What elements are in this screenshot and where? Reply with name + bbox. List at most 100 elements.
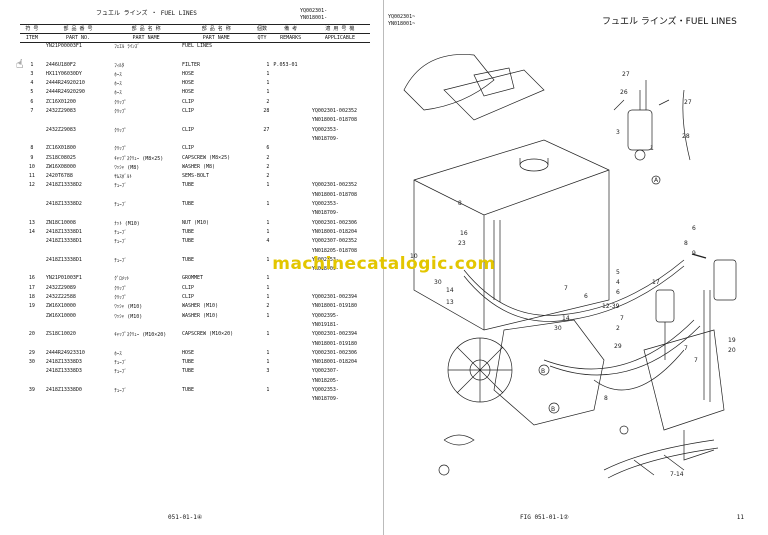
table-row: YN018709- xyxy=(20,266,370,275)
cell-name: SEMS-BOLT xyxy=(181,173,210,180)
cell-pn: 2432Z22588 xyxy=(45,294,76,301)
cell-rem xyxy=(271,182,309,191)
engine-block xyxy=(493,319,605,426)
cell-app xyxy=(310,285,370,294)
callout-28: 28 xyxy=(682,133,690,140)
table-row: YN018709- xyxy=(20,136,370,145)
figure-title: フュエル ラインズ・FUEL LINES xyxy=(602,17,737,27)
cell-jp: ﾁｭｰﾌﾞ xyxy=(114,257,127,264)
cell-jp xyxy=(112,378,180,387)
cell-app: YN018205-018708 xyxy=(311,247,357,254)
cell-jp: ﾅｯﾄ (M10) xyxy=(114,220,140,227)
cell-qty: 3 xyxy=(266,368,270,375)
flow-arrow xyxy=(691,253,707,259)
cell-app: YN018001-018708 xyxy=(311,191,357,198)
cell-qty: 1 xyxy=(266,219,270,226)
cell-rem xyxy=(271,220,309,229)
callout-1: 1 xyxy=(650,145,654,152)
cell-item: 8 xyxy=(30,145,34,152)
callout-labels: 27 26 3 1 28 27 8 16 23 A 6 8 9 10 5 4 6… xyxy=(410,71,736,478)
cell-app: YN018709- xyxy=(311,266,339,273)
callout-12-39: 12-39 xyxy=(602,303,620,310)
cell-jp xyxy=(112,136,180,145)
cell-jp xyxy=(112,192,180,201)
cell-name: TUBE xyxy=(181,228,194,235)
cell-app: YQ002301-002306 xyxy=(311,349,357,356)
parts-list-header: フュエル ラインズ ・ FUEL LINES xyxy=(96,10,197,17)
table-row: YN018205-018708 xyxy=(20,248,370,257)
figure-serial-1: YQ002301~ xyxy=(388,14,416,20)
cell-pn xyxy=(44,192,112,201)
cell-app xyxy=(310,71,370,80)
detail-b-marker-2 xyxy=(548,402,560,414)
table-row: YN018001-018708 xyxy=(20,117,370,126)
hand-pointer-icon: ☝ xyxy=(16,57,24,71)
cell-qty: 1 xyxy=(266,61,270,68)
callout-b: B xyxy=(541,368,545,375)
cell-item xyxy=(20,136,44,145)
cell-name: WASHER (M8) xyxy=(181,163,216,170)
cell-item: 9 xyxy=(30,154,34,161)
cell-item xyxy=(20,378,44,387)
cell-qty: 1 xyxy=(266,386,270,393)
cell-qty: 6 xyxy=(266,145,270,152)
serial-2: YN018001- xyxy=(300,15,328,21)
seat-outline xyxy=(403,54,495,111)
cell-qty xyxy=(253,117,272,126)
cell-item xyxy=(20,313,44,322)
cell-item: 14 xyxy=(28,228,35,235)
callout-7b: 7 xyxy=(620,315,624,322)
cell-qty: 2 xyxy=(266,303,270,310)
callout-26: 26 xyxy=(620,89,628,96)
cell-rem: P.053-01 xyxy=(273,61,298,68)
cell-item: 4 xyxy=(30,80,34,87)
cell-qty xyxy=(253,322,272,331)
cell-rem xyxy=(271,350,309,359)
callout-19: 19 xyxy=(728,337,736,344)
cell-name: FUEL LINES xyxy=(181,43,213,49)
cell-item: 11 xyxy=(28,173,35,180)
cell-rem xyxy=(271,117,309,126)
cell-name: FILTER xyxy=(181,61,201,68)
cell-app: YQ002353- xyxy=(311,256,339,263)
callout-6c: 6 xyxy=(584,293,588,300)
detail-a-marker xyxy=(651,175,661,185)
cell-qty xyxy=(253,341,272,350)
cell-name xyxy=(180,117,253,126)
col-remarks: REMARKS xyxy=(271,33,310,43)
callout-a: A xyxy=(654,177,659,184)
cell-pn: YN21P01003F1 xyxy=(45,275,82,282)
cell-app: YN018001-018708 xyxy=(311,117,357,124)
cell-qty xyxy=(253,136,272,145)
cell-rem xyxy=(271,368,309,377)
cell-qty xyxy=(253,52,272,61)
cell-item xyxy=(20,368,44,377)
callout-13: 13 xyxy=(446,299,454,306)
callout-7-14: 7-14 xyxy=(670,471,684,478)
cell-name: TUBE xyxy=(181,256,194,263)
cell-name xyxy=(180,52,253,61)
cell-pn: 2418Z13338D1 xyxy=(45,228,82,235)
cell-rem xyxy=(271,201,309,210)
cell-qty: 28 xyxy=(263,108,270,115)
cell-jp: ｸﾘｯﾌﾟ xyxy=(114,127,127,134)
cell-app: YQ002307-002352 xyxy=(311,238,357,245)
cell-item: 18 xyxy=(28,294,35,301)
cell-app xyxy=(310,164,370,173)
cell-rem xyxy=(271,145,309,154)
fuel-tank xyxy=(413,139,610,331)
cell-app: YQ002301-002352 xyxy=(311,108,357,115)
table-header-jp: 符 号 部 品 番 号 部 品 名 称 部 品 名 称 個数 備 考 適 用 号… xyxy=(20,24,370,34)
cell-name: CLIP xyxy=(181,98,194,105)
cell-app: YQ002307- xyxy=(311,368,339,375)
cell-app xyxy=(310,275,370,284)
cell-item xyxy=(20,210,44,219)
cell-jp xyxy=(112,322,180,331)
cell-item: 13 xyxy=(28,219,35,226)
cell-qty: 1 xyxy=(266,284,270,291)
